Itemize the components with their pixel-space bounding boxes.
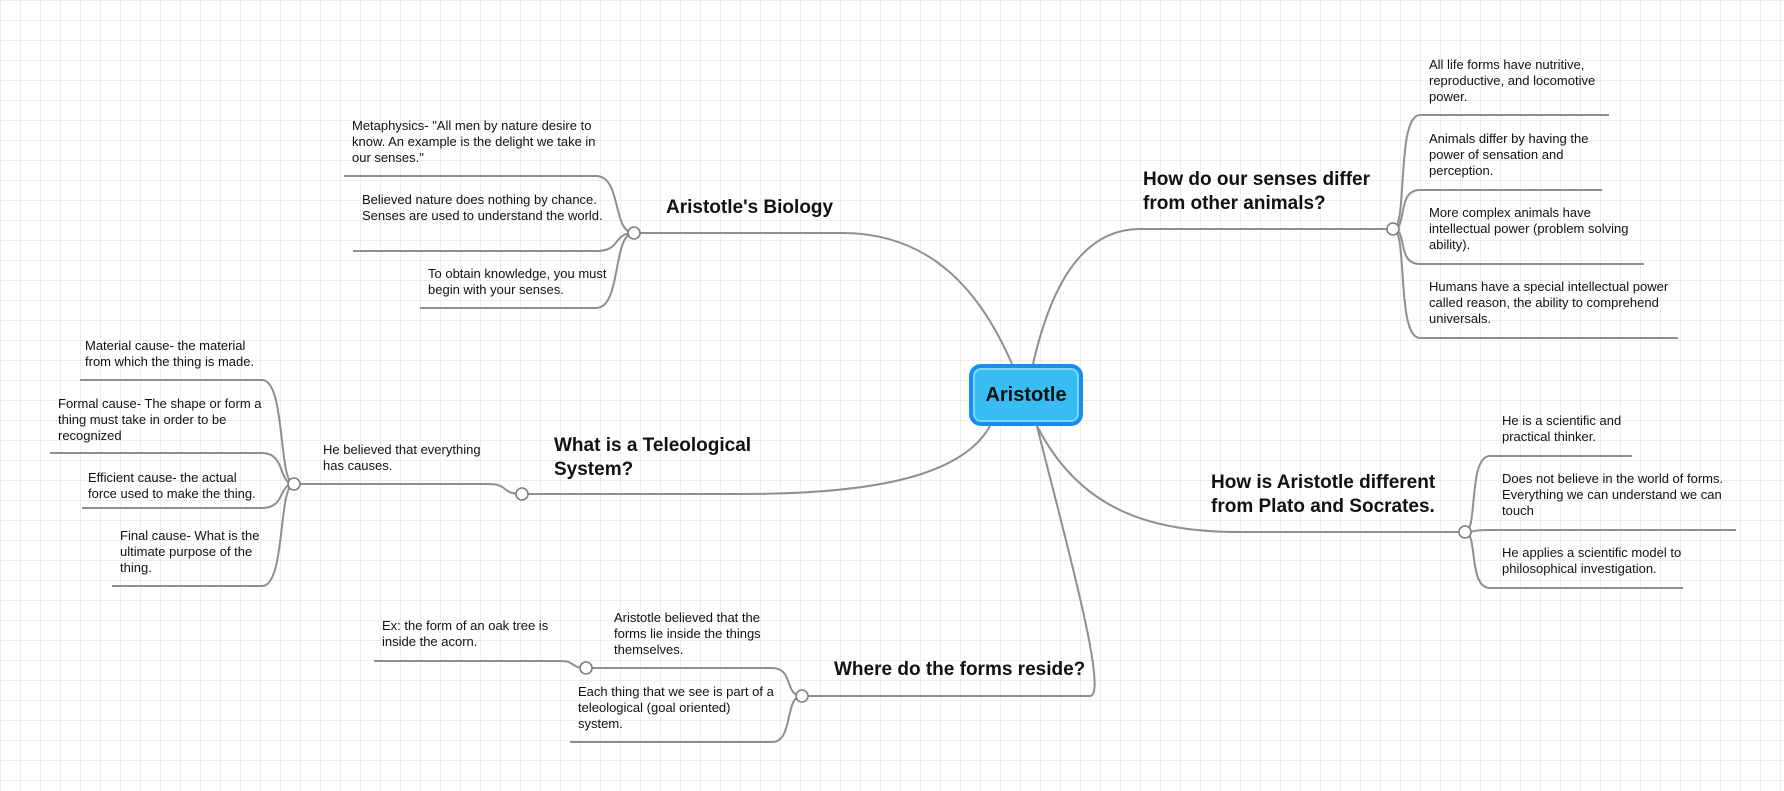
link-biology-2 xyxy=(353,232,635,252)
leaf-scientific-thinker[interactable]: He is a scientific and practical thinker… xyxy=(1502,413,1622,444)
link-root-plato xyxy=(1036,425,1465,533)
topic-where-forms-reside[interactable]: Where do the forms reside? xyxy=(834,659,1086,680)
junction-forms-sub xyxy=(579,661,593,675)
leaf-animals-sensation[interactable]: Animals differ by having the power of se… xyxy=(1429,131,1589,178)
link-biology-3 xyxy=(420,232,635,309)
leaf-forms-inside-things[interactable]: Aristotle believed that the forms lie in… xyxy=(614,610,761,657)
leaf-scientific-model[interactable]: He applies a scientific model to philoso… xyxy=(1502,545,1682,576)
link-senses-1 xyxy=(1392,114,1609,230)
link-forms-example xyxy=(374,660,587,669)
link-cause-1 xyxy=(80,379,295,485)
leaf-formal-cause[interactable]: Formal cause- The shape or form a thing … xyxy=(58,396,262,443)
link-cause-4 xyxy=(112,483,295,587)
leaf-life-forms[interactable]: All life forms have nutritive, reproduct… xyxy=(1429,57,1596,104)
junction-senses xyxy=(1386,222,1400,236)
link-senses-4 xyxy=(1392,228,1678,339)
leaf-material-cause[interactable]: Material cause- the material from which … xyxy=(85,338,255,369)
link-plato-2 xyxy=(1464,529,1736,533)
topic-different-from-plato[interactable]: How is Aristotle different from Plato an… xyxy=(1211,472,1436,517)
leaf-teleological-part[interactable]: Each thing that we see is part of a tele… xyxy=(578,684,774,731)
junction-causes xyxy=(287,477,301,491)
leaf-efficient-cause[interactable]: Efficient cause- the actual force used t… xyxy=(88,470,256,501)
junction-biology xyxy=(627,226,641,240)
leaf-metaphysics[interactable]: Metaphysics- "All men by nature desire t… xyxy=(352,118,596,165)
link-root-forms xyxy=(802,425,1096,697)
leaf-world-of-forms[interactable]: Does not believe in the world of forms. … xyxy=(1502,471,1724,518)
link-root-biology xyxy=(634,232,1013,365)
junction-forms xyxy=(795,689,809,703)
topic-aristotles-biology[interactable]: Aristotle's Biology xyxy=(666,197,834,218)
leaf-humans-reason[interactable]: Humans have a special intellectual power… xyxy=(1429,279,1669,326)
junction-teleological xyxy=(515,487,529,501)
topic-teleological-system[interactable]: What is a Teleological System? xyxy=(554,435,752,480)
leaf-final-cause[interactable]: Final cause- What is the ultimate purpos… xyxy=(120,528,260,575)
link-root-teleological xyxy=(522,425,991,495)
root-node-aristotle[interactable]: Aristotle xyxy=(969,364,1083,426)
leaf-nature-chance[interactable]: Believed nature does nothing by chance. … xyxy=(362,192,603,223)
topic-senses-differ[interactable]: How do our senses differ from other anim… xyxy=(1143,169,1370,214)
leaf-obtain-knowledge[interactable]: To obtain knowledge, you must begin with… xyxy=(428,266,607,297)
root-label: Aristotle xyxy=(985,383,1067,406)
leaf-everything-causes[interactable]: He believed that everything has causes. xyxy=(323,442,481,473)
link-biology-1 xyxy=(344,175,635,234)
link-root-senses xyxy=(1032,228,1393,365)
leaf-complex-animals[interactable]: More complex animals have intellectual p… xyxy=(1429,205,1629,252)
junction-plato xyxy=(1458,525,1472,539)
link-tele-sub xyxy=(294,483,523,495)
leaf-oak-tree-example[interactable]: Ex: the form of an oak tree is inside th… xyxy=(382,618,549,649)
